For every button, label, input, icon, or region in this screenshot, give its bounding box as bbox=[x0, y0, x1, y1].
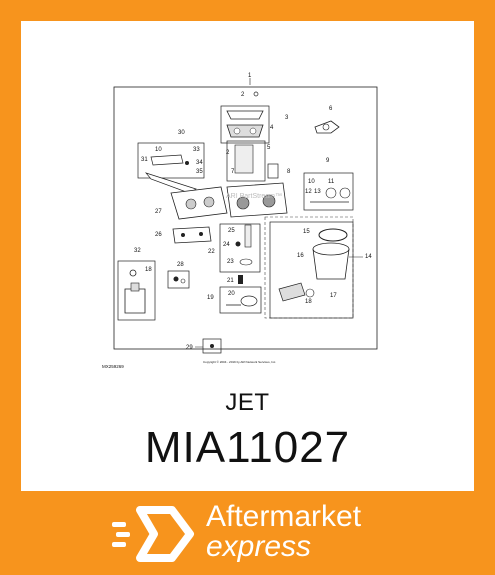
callout-20: 20 bbox=[228, 291, 235, 297]
jet-kit-box bbox=[219, 223, 261, 273]
kit-box-right bbox=[303, 172, 354, 211]
callout-5: 5 bbox=[267, 145, 271, 151]
callout-4: 4 bbox=[270, 125, 274, 131]
callout-13: 13 bbox=[314, 189, 321, 195]
callout-18: 18 bbox=[305, 299, 312, 305]
kit-box-left bbox=[137, 142, 205, 179]
callout-19: 19 bbox=[207, 295, 214, 301]
callout-35: 35 bbox=[196, 169, 203, 175]
callout-9: 9 bbox=[326, 158, 330, 164]
part-number: MIA11027 bbox=[144, 423, 351, 472]
carburetor-body bbox=[226, 182, 288, 218]
callout-29: 29 bbox=[186, 345, 193, 351]
drawing-id: MX259269 bbox=[102, 364, 124, 369]
callout-11: 11 bbox=[328, 179, 335, 185]
plate-box bbox=[220, 105, 270, 144]
callout-14: 14 bbox=[365, 254, 372, 260]
callout-8: 8 bbox=[287, 169, 291, 175]
callout-32: 32 bbox=[134, 248, 141, 254]
callout-6: 6 bbox=[329, 106, 333, 112]
callout-17: 17 bbox=[330, 293, 337, 299]
product-panel: 1 2 3 4 5 6 2 7 8 9 10 11 12 13 30 bbox=[21, 21, 474, 491]
callout-10: 10 bbox=[308, 179, 315, 185]
callout-33: 33 bbox=[193, 147, 200, 153]
callout-25: 25 bbox=[228, 228, 235, 234]
callout-31: 31 bbox=[141, 157, 148, 163]
callout-26: 26 bbox=[155, 232, 162, 238]
parts-diagram: 1 2 3 4 5 6 2 7 8 9 10 11 12 13 30 bbox=[102, 73, 378, 369]
callout-10b: 10 bbox=[155, 147, 162, 153]
diagram-border bbox=[113, 86, 378, 350]
copyright: Copyright © 2004 - 2019 by ARI Network S… bbox=[203, 360, 276, 364]
flange-gasket bbox=[314, 120, 340, 134]
callout-28: 28 bbox=[177, 262, 184, 268]
callout-23: 23 bbox=[227, 259, 234, 265]
brand-name-line1: Aftermarket bbox=[206, 500, 362, 533]
throttle-body bbox=[170, 186, 228, 220]
callout-7: 7 bbox=[231, 169, 235, 175]
callout-2b: 2 bbox=[226, 150, 230, 156]
callout-12: 12 bbox=[305, 189, 312, 195]
hexagon-speed-icon bbox=[112, 506, 194, 562]
float-kit-box bbox=[219, 286, 262, 314]
pump-box bbox=[226, 140, 266, 182]
callout-18b: 18 bbox=[145, 267, 152, 273]
part-type: JET bbox=[225, 389, 270, 416]
callout-16: 16 bbox=[297, 253, 304, 259]
callout-15: 15 bbox=[303, 229, 310, 235]
brand-name-line2: express bbox=[206, 530, 312, 563]
callout-2: 2 bbox=[241, 92, 245, 98]
float-bowl-box bbox=[269, 221, 354, 319]
callout-24: 24 bbox=[223, 242, 230, 248]
callout-27: 27 bbox=[155, 209, 162, 215]
callout-3: 3 bbox=[285, 115, 289, 121]
callout-30: 30 bbox=[178, 130, 185, 136]
callout-21: 21 bbox=[227, 278, 234, 284]
watermark: ARI PartStream™ bbox=[226, 193, 282, 200]
brand-logo[interactable]: Aftermarket express bbox=[0, 491, 495, 575]
callout-1: 1 bbox=[248, 73, 252, 79]
callout-34: 34 bbox=[196, 160, 203, 166]
callout-22: 22 bbox=[208, 249, 215, 255]
solenoid-box bbox=[117, 260, 156, 321]
